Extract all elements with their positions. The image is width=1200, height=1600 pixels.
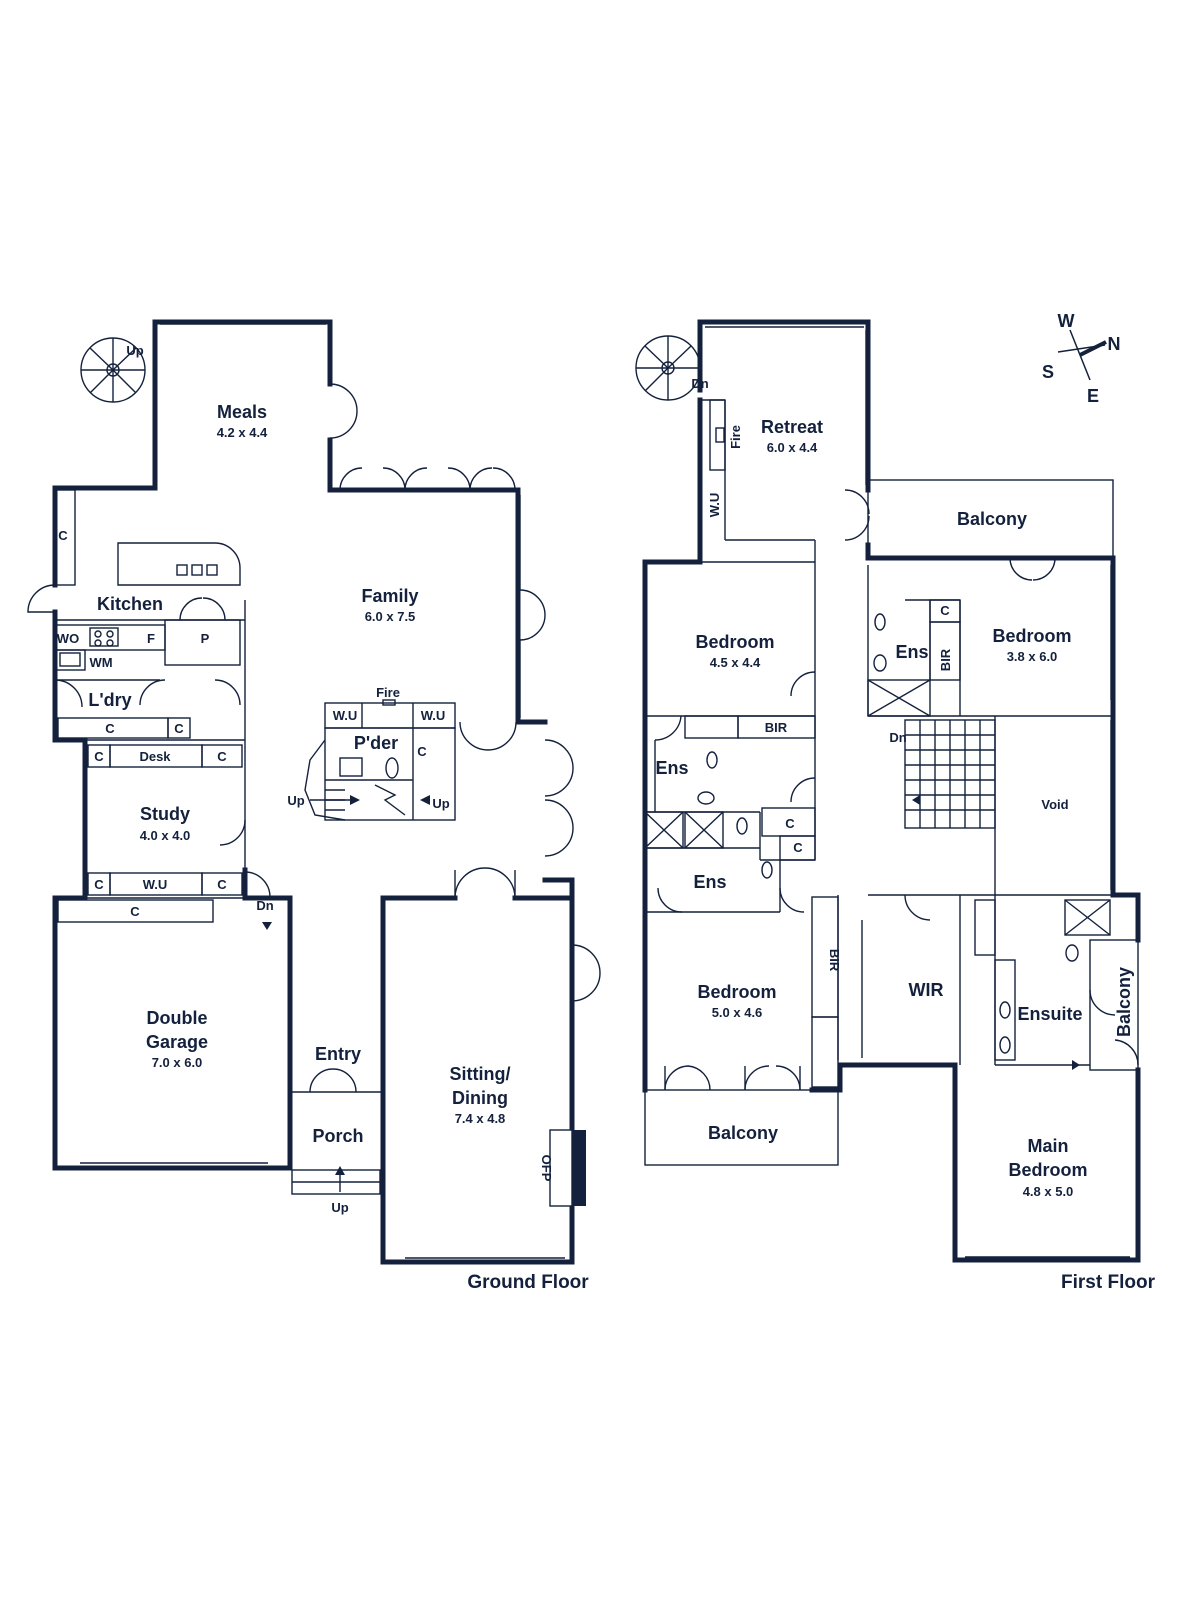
room-bedroom-2: Bedroom: [992, 626, 1071, 646]
room-meals: Meals: [217, 402, 267, 422]
label-up-stair-right: Up: [432, 796, 449, 811]
label-ofp: OFP: [539, 1155, 554, 1182]
room-bedroom-3-dims: 5.0 x 4.6: [712, 1005, 763, 1020]
room-laundry: L'dry: [88, 690, 131, 710]
room-study: Study: [140, 804, 190, 824]
room-ensuite: Ensuite: [1017, 1004, 1082, 1024]
room-main-line1: Main: [1027, 1136, 1068, 1156]
spiral-stair-first: [635, 335, 701, 401]
room-garage-line1: Double: [147, 1008, 208, 1028]
room-sitting-line2: Dining: [452, 1088, 508, 1108]
room-main-line2: Bedroom: [1008, 1160, 1087, 1180]
label-c-study-left: C: [94, 877, 104, 892]
compass-w: W: [1058, 311, 1075, 331]
label-c2-first: C: [793, 840, 803, 855]
room-wir: WIR: [909, 980, 944, 1000]
room-family-dims: 6.0 x 7.5: [365, 609, 416, 624]
label-wm: WM: [89, 655, 112, 670]
room-bedroom-1-dims: 4.5 x 4.4: [710, 655, 761, 670]
room-balcony-top: Balcony: [957, 509, 1027, 529]
label-wo: WO: [57, 631, 79, 646]
label-bir-bed2: BIR: [938, 648, 953, 671]
label-c-ldry2: C: [174, 721, 184, 736]
label-c1-first: C: [785, 816, 795, 831]
room-balcony-side: Balcony: [1114, 967, 1134, 1037]
room-retreat: Retreat: [761, 417, 823, 437]
label-f: F: [147, 631, 155, 646]
room-ens-2: Ens: [655, 758, 688, 778]
room-sitting-line1: Sitting/: [450, 1064, 511, 1084]
label-c-pder: C: [417, 744, 427, 759]
room-bedroom-2-dims: 3.8 x 6.0: [1007, 649, 1058, 664]
label-dn-spiral: Dn: [691, 376, 708, 391]
spiral-stair-ground: [80, 337, 146, 403]
first-floor-plan: W N S E Retreat 6.0 x 4.4 Balcony Bedroo…: [635, 311, 1156, 1293]
compass-icon: W N S E: [1042, 311, 1121, 406]
label-dn-stair: Dn: [889, 730, 906, 745]
room-void: Void: [1041, 797, 1068, 812]
kitchen-island: [117, 542, 241, 586]
compass-s: S: [1042, 362, 1054, 382]
label-wu-left: W.U: [333, 708, 358, 723]
label-bir-bed3: BIR: [827, 949, 842, 972]
room-ens-3: Ens: [693, 872, 726, 892]
label-dn-garage: Dn: [256, 898, 273, 913]
label-fire: Fire: [376, 685, 400, 700]
room-retreat-dims: 6.0 x 4.4: [767, 440, 818, 455]
room-sitting-dims: 7.4 x 4.8: [455, 1111, 506, 1126]
label-c-kitchen: C: [58, 528, 68, 543]
room-meals-dims: 4.2 x 4.4: [217, 425, 268, 440]
floor-label-ground: Ground Floor: [467, 1272, 589, 1293]
label-wu-right: W.U: [421, 708, 446, 723]
label-c-desk-right: C: [217, 749, 227, 764]
ground-floor-plan: Meals 4.2 x 4.4 Family 6.0 x 7.5 Kitchen…: [27, 319, 601, 1293]
label-wu-first: W.U: [707, 493, 722, 518]
room-bedroom-3: Bedroom: [697, 982, 776, 1002]
label-up-porch: Up: [331, 1200, 348, 1215]
room-bedroom-1: Bedroom: [695, 632, 774, 652]
label-bir-bed1: BIR: [765, 720, 788, 735]
label-c-study-right: C: [217, 877, 227, 892]
label-up-spiral: Up: [126, 343, 143, 358]
label-fire-first: Fire: [728, 425, 743, 449]
label-wu-study: W.U: [143, 877, 168, 892]
compass-n: N: [1108, 334, 1121, 354]
label-c-ldry1: C: [105, 721, 115, 736]
floor-label-first: First Floor: [1061, 1272, 1156, 1293]
room-main-dims: 4.8 x 5.0: [1023, 1184, 1074, 1199]
room-porch: Porch: [312, 1126, 363, 1146]
label-c-garage: C: [130, 904, 140, 919]
room-study-dims: 4.0 x 4.0: [140, 828, 191, 843]
label-p: P: [201, 631, 210, 646]
room-balcony-bottom: Balcony: [708, 1123, 778, 1143]
room-garage-dims: 7.0 x 6.0: [152, 1055, 203, 1070]
label-desk: Desk: [139, 749, 171, 764]
room-garage-line2: Garage: [146, 1032, 208, 1052]
label-up-stair-left: Up: [287, 793, 304, 808]
label-c-bed2: C: [940, 603, 950, 618]
room-family: Family: [361, 586, 418, 606]
label-c-desk-left: C: [94, 749, 104, 764]
room-kitchen: Kitchen: [97, 594, 163, 614]
room-ens-1: Ens: [895, 642, 928, 662]
room-powder: P'der: [354, 733, 398, 753]
room-entry: Entry: [315, 1044, 361, 1064]
compass-e: E: [1087, 386, 1099, 406]
